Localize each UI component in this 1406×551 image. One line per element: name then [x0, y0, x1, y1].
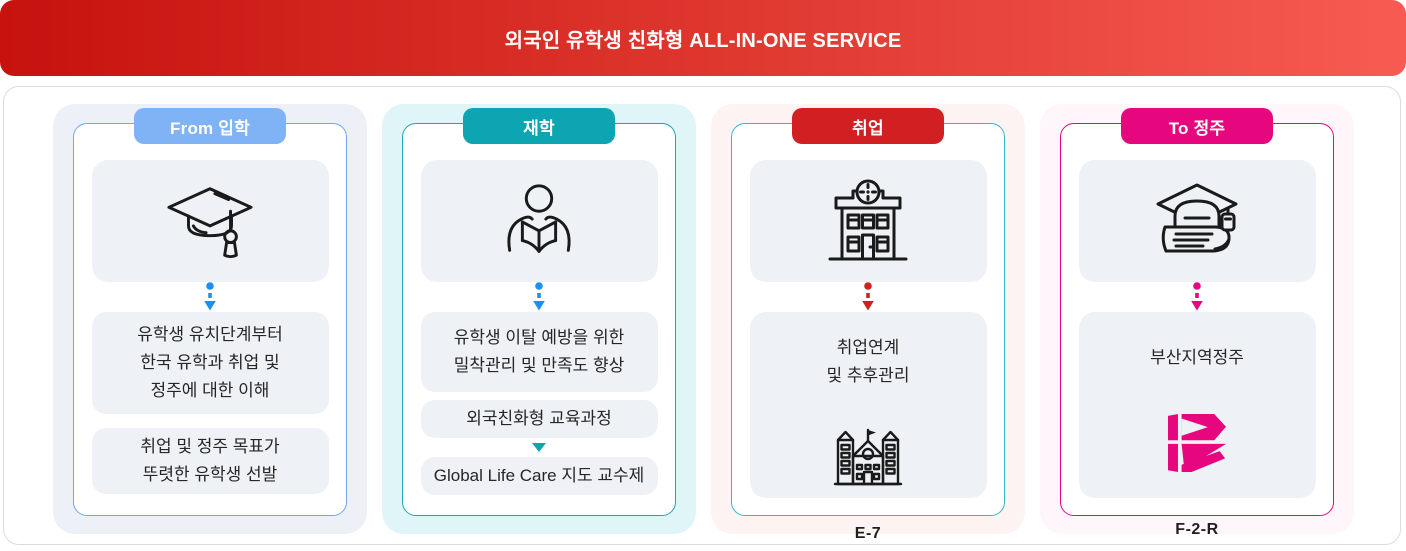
columns-row: From 입학 [53, 104, 1354, 542]
university-building-icon [833, 396, 903, 514]
badge-to-settlement: To 정주 [1121, 108, 1273, 144]
badge-from-admission: From 입학 [134, 108, 286, 144]
column-settlement: To 정주 [1040, 104, 1354, 538]
banner-title: 외국인 유학생 친화형 ALL-IN-ONE SERVICE [504, 29, 902, 52]
badge-enrolled: 재학 [463, 108, 615, 144]
card-enrolled: 유학생 이탈 예방을 위한 밀착관리 및 만족도 향상 외국친화형 교육과정 G… [402, 123, 676, 516]
visa-code-e7: E-7 [854, 525, 882, 542]
column-enrolled: 재학 [382, 104, 696, 534]
text-box-retention: 유학생 이탈 예방을 위한 밀착관리 및 만족도 향상 [420, 312, 658, 392]
column-admission: From 입학 [53, 104, 367, 534]
settlement-info-box: 부산지역정주 F-2-R [1078, 312, 1316, 538]
text-box-curriculum: 외국친화형 교육과정 [420, 400, 658, 438]
office-building-clock-icon [749, 160, 987, 282]
employment-info-box: 취업연계 및 추후관리 [749, 312, 987, 542]
employment-text: 취업연계 및 추후관리 [826, 338, 910, 385]
small-down-triangle-icon [532, 443, 546, 453]
text-box-global-life-care: Global Life Care 지도 교수제 [420, 457, 658, 495]
badge-employment: 취업 [792, 108, 944, 144]
text-box-attract: 유학생 유치단계부터 한국 유학과 취업 및 정주에 대한 이해 [91, 312, 329, 414]
banner: 외국인 유학생 친화형 ALL-IN-ONE SERVICE [0, 0, 1406, 76]
column-employment: 취업 [711, 104, 1025, 542]
card-employment: 취업연계 및 추후관리 [731, 123, 1005, 542]
down-arrow-icon [532, 282, 546, 312]
card-settlement: 부산지역정주 F-2-R [1060, 123, 1334, 538]
graduation-cap-icon [91, 160, 329, 282]
person-reading-icon [420, 160, 658, 282]
diploma-graduation-icon [1078, 160, 1316, 282]
busan-b-logo [1168, 386, 1226, 500]
down-arrow-icon [1190, 282, 1204, 312]
content-frame: From 입학 [3, 86, 1401, 545]
text-box-selection: 취업 및 정주 목표가 뚜렷한 유학생 선발 [91, 428, 329, 494]
down-arrow-icon [861, 282, 875, 312]
card-admission: 유학생 유치단계부터 한국 유학과 취업 및 정주에 대한 이해 취업 및 정주… [73, 123, 347, 516]
down-arrow-icon [203, 282, 217, 312]
settlement-text: 부산지역정주 [1150, 348, 1244, 367]
visa-code-f2r: F-2-R [1175, 521, 1219, 538]
